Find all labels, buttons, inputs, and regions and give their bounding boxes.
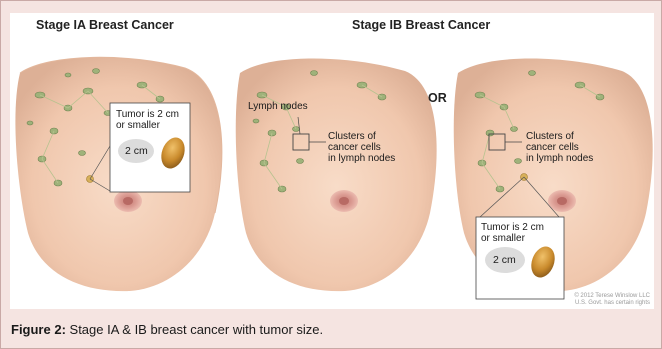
tumor-label-ia-line1: Tumor is 2 cm [116, 109, 179, 120]
caption-prefix: Figure 2: [11, 322, 66, 337]
clusters-label-1-line1: Clusters of [328, 131, 376, 142]
caption-text: Stage IA & IB breast cancer with tumor s… [66, 322, 323, 337]
or-label: OR [428, 91, 447, 105]
tumor-label-ia-line2: or smaller [116, 120, 160, 131]
size-label-ib: 2 cm [493, 255, 516, 266]
clusters-label-2-line2: cancer cells [526, 142, 579, 153]
copyright-line1: © 2012 Terese Winslow LLC [574, 293, 650, 300]
illustration-area: Stage IA Breast Cancer Stage IB Breast C… [10, 13, 654, 309]
clusters-label-2-line1: Clusters of [526, 131, 574, 142]
figure-caption: Figure 2: Stage IA & IB breast cancer wi… [11, 322, 323, 337]
size-label-ia: 2 cm [125, 146, 148, 157]
clusters-label-2-line3: in lymph nodes [526, 153, 593, 164]
copyright-line2: U.S. Govt. has certain rights [575, 300, 650, 307]
clusters-label-1-line3: in lymph nodes [328, 153, 395, 164]
lymph-nodes-label: Lymph nodes [248, 101, 308, 112]
tumor-label-ib-line1: Tumor is 2 cm [481, 222, 544, 233]
tumor-label-ib-line2: or smaller [481, 233, 525, 244]
title-stage-ib: Stage IB Breast Cancer [352, 18, 490, 32]
clusters-label-1-line2: cancer cells [328, 142, 381, 153]
title-stage-ia: Stage IA Breast Cancer [36, 18, 174, 32]
